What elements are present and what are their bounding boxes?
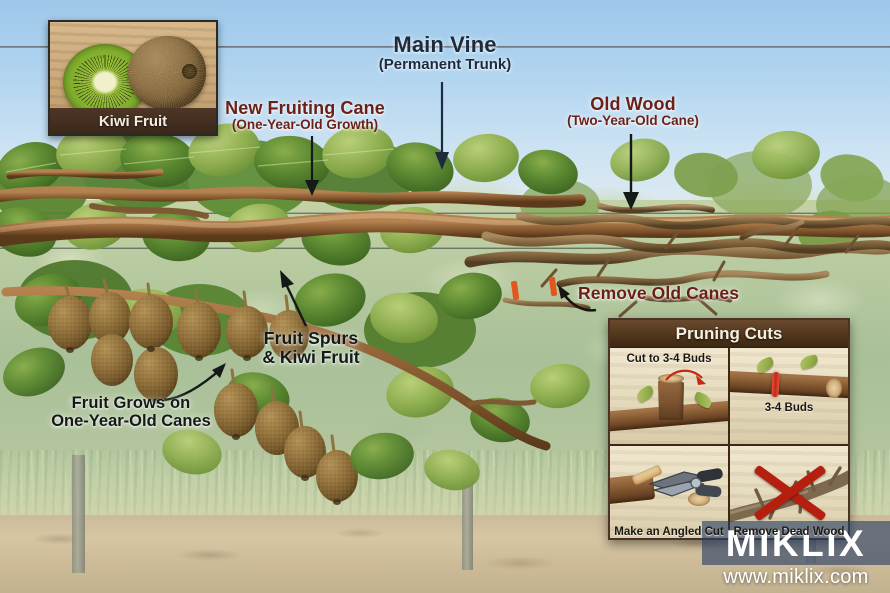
pruning-quadrant-label-4: Remove Dead Wood [733,526,845,538]
label-main-vine-subtitle: (Permanent Trunk) [378,55,512,73]
cut-face-icon-2 [826,378,842,398]
label-old-wood-subtitle: (Two-Year-Old Cane) [567,113,699,129]
pruning-panel-grid: Cut to 3-4 Buds 3-4 Buds [610,348,848,538]
kiwi-inset-caption: Kiwi Fruit [50,108,216,134]
vineyard-post-mid [462,462,473,570]
watermark-brand-text: MIKLIX [725,522,867,564]
arrow-fruit-grows [163,363,226,402]
label-remove-old-canes: Remove Old Canes [578,284,746,303]
label-main-vine: Main Vine (Permanent Trunk) [320,33,570,73]
kiwi-fruit-cluster [48,278,358,505]
arrow-fruit-spurs [280,270,308,327]
pruning-quadrant-remove-dead: Remove Dead Wood [730,446,848,538]
pruning-cuts-panel: Pruning Cuts Cut to 3-4 Buds [608,318,850,540]
label-main-vine-title: Main Vine [393,32,497,57]
label-remove-old-canes-text: Remove Old Canes [578,283,740,303]
label-new-fruiting-cane: New Fruiting Cane (One-Year-Old Growth) [196,98,414,133]
stump-icon-1 [658,378,684,420]
watermark-url-text: www.miklix.com [723,566,869,588]
label-new-fruiting-cane-title: New Fruiting Cane [225,98,385,118]
remove-dead-x-icon [748,460,832,526]
pruning-quadrant-three-four-buds: 3-4 Buds [730,348,848,444]
pruning-quadrant-cut-to-buds: Cut to 3-4 Buds [610,348,728,444]
kiwi-fruit-inset: Kiwi Fruit [48,20,218,136]
cut-marker-bands [511,276,558,301]
trellis-wire-lower [0,247,890,249]
pruning-panel-title: Pruning Cuts [610,320,848,348]
kiwi-stem-scar-icon [182,64,197,80]
watermark-brand-badge: MIKLIX [702,521,890,565]
trellis-wire-middle [0,212,890,214]
label-old-wood: Old Wood (Two-Year-Old Cane) [528,94,738,129]
label-old-wood-title: Old Wood [590,94,676,114]
kiwi-whole-icon [128,36,206,110]
pruning-quadrant-label-3: Make an Angled Cut [614,526,724,538]
label-fruit-spurs: Fruit Spurs & Kiwi Fruit [243,329,379,367]
pruning-quadrant-angled-cut: Make an Angled Cut [610,446,728,538]
pruning-shears-icon [648,468,723,498]
label-fruit-grows-line2: One-Year-Old Canes [51,411,211,430]
label-fruit-spurs-line2: & Kiwi Fruit [262,346,360,367]
cut-marker-band-icon-2 [771,371,780,398]
arrow-new-fruiting-cane [305,136,319,196]
trellis-wire-top [0,45,890,48]
arrow-main-vine [435,82,449,170]
vineyard-post-left [72,455,85,573]
arrow-old-wood [623,134,639,210]
label-new-fruiting-cane-subtitle: (One-Year-Old Growth) [231,117,379,133]
label-fruit-grows: Fruit Grows on One-Year-Old Canes [38,394,224,431]
arrow-remove-old-canes [558,285,597,312]
label-fruit-grows-line1: Fruit Grows on [71,394,191,412]
label-fruit-spurs-line1: Fruit Spurs [263,328,359,348]
pruning-quadrant-label-1: Cut to 3-4 Buds [626,353,712,365]
cut-face-icon-1 [658,374,684,383]
pruning-quadrant-label-2: 3-4 Buds [764,401,814,414]
cut-arrow-icon-1 [665,369,706,385]
